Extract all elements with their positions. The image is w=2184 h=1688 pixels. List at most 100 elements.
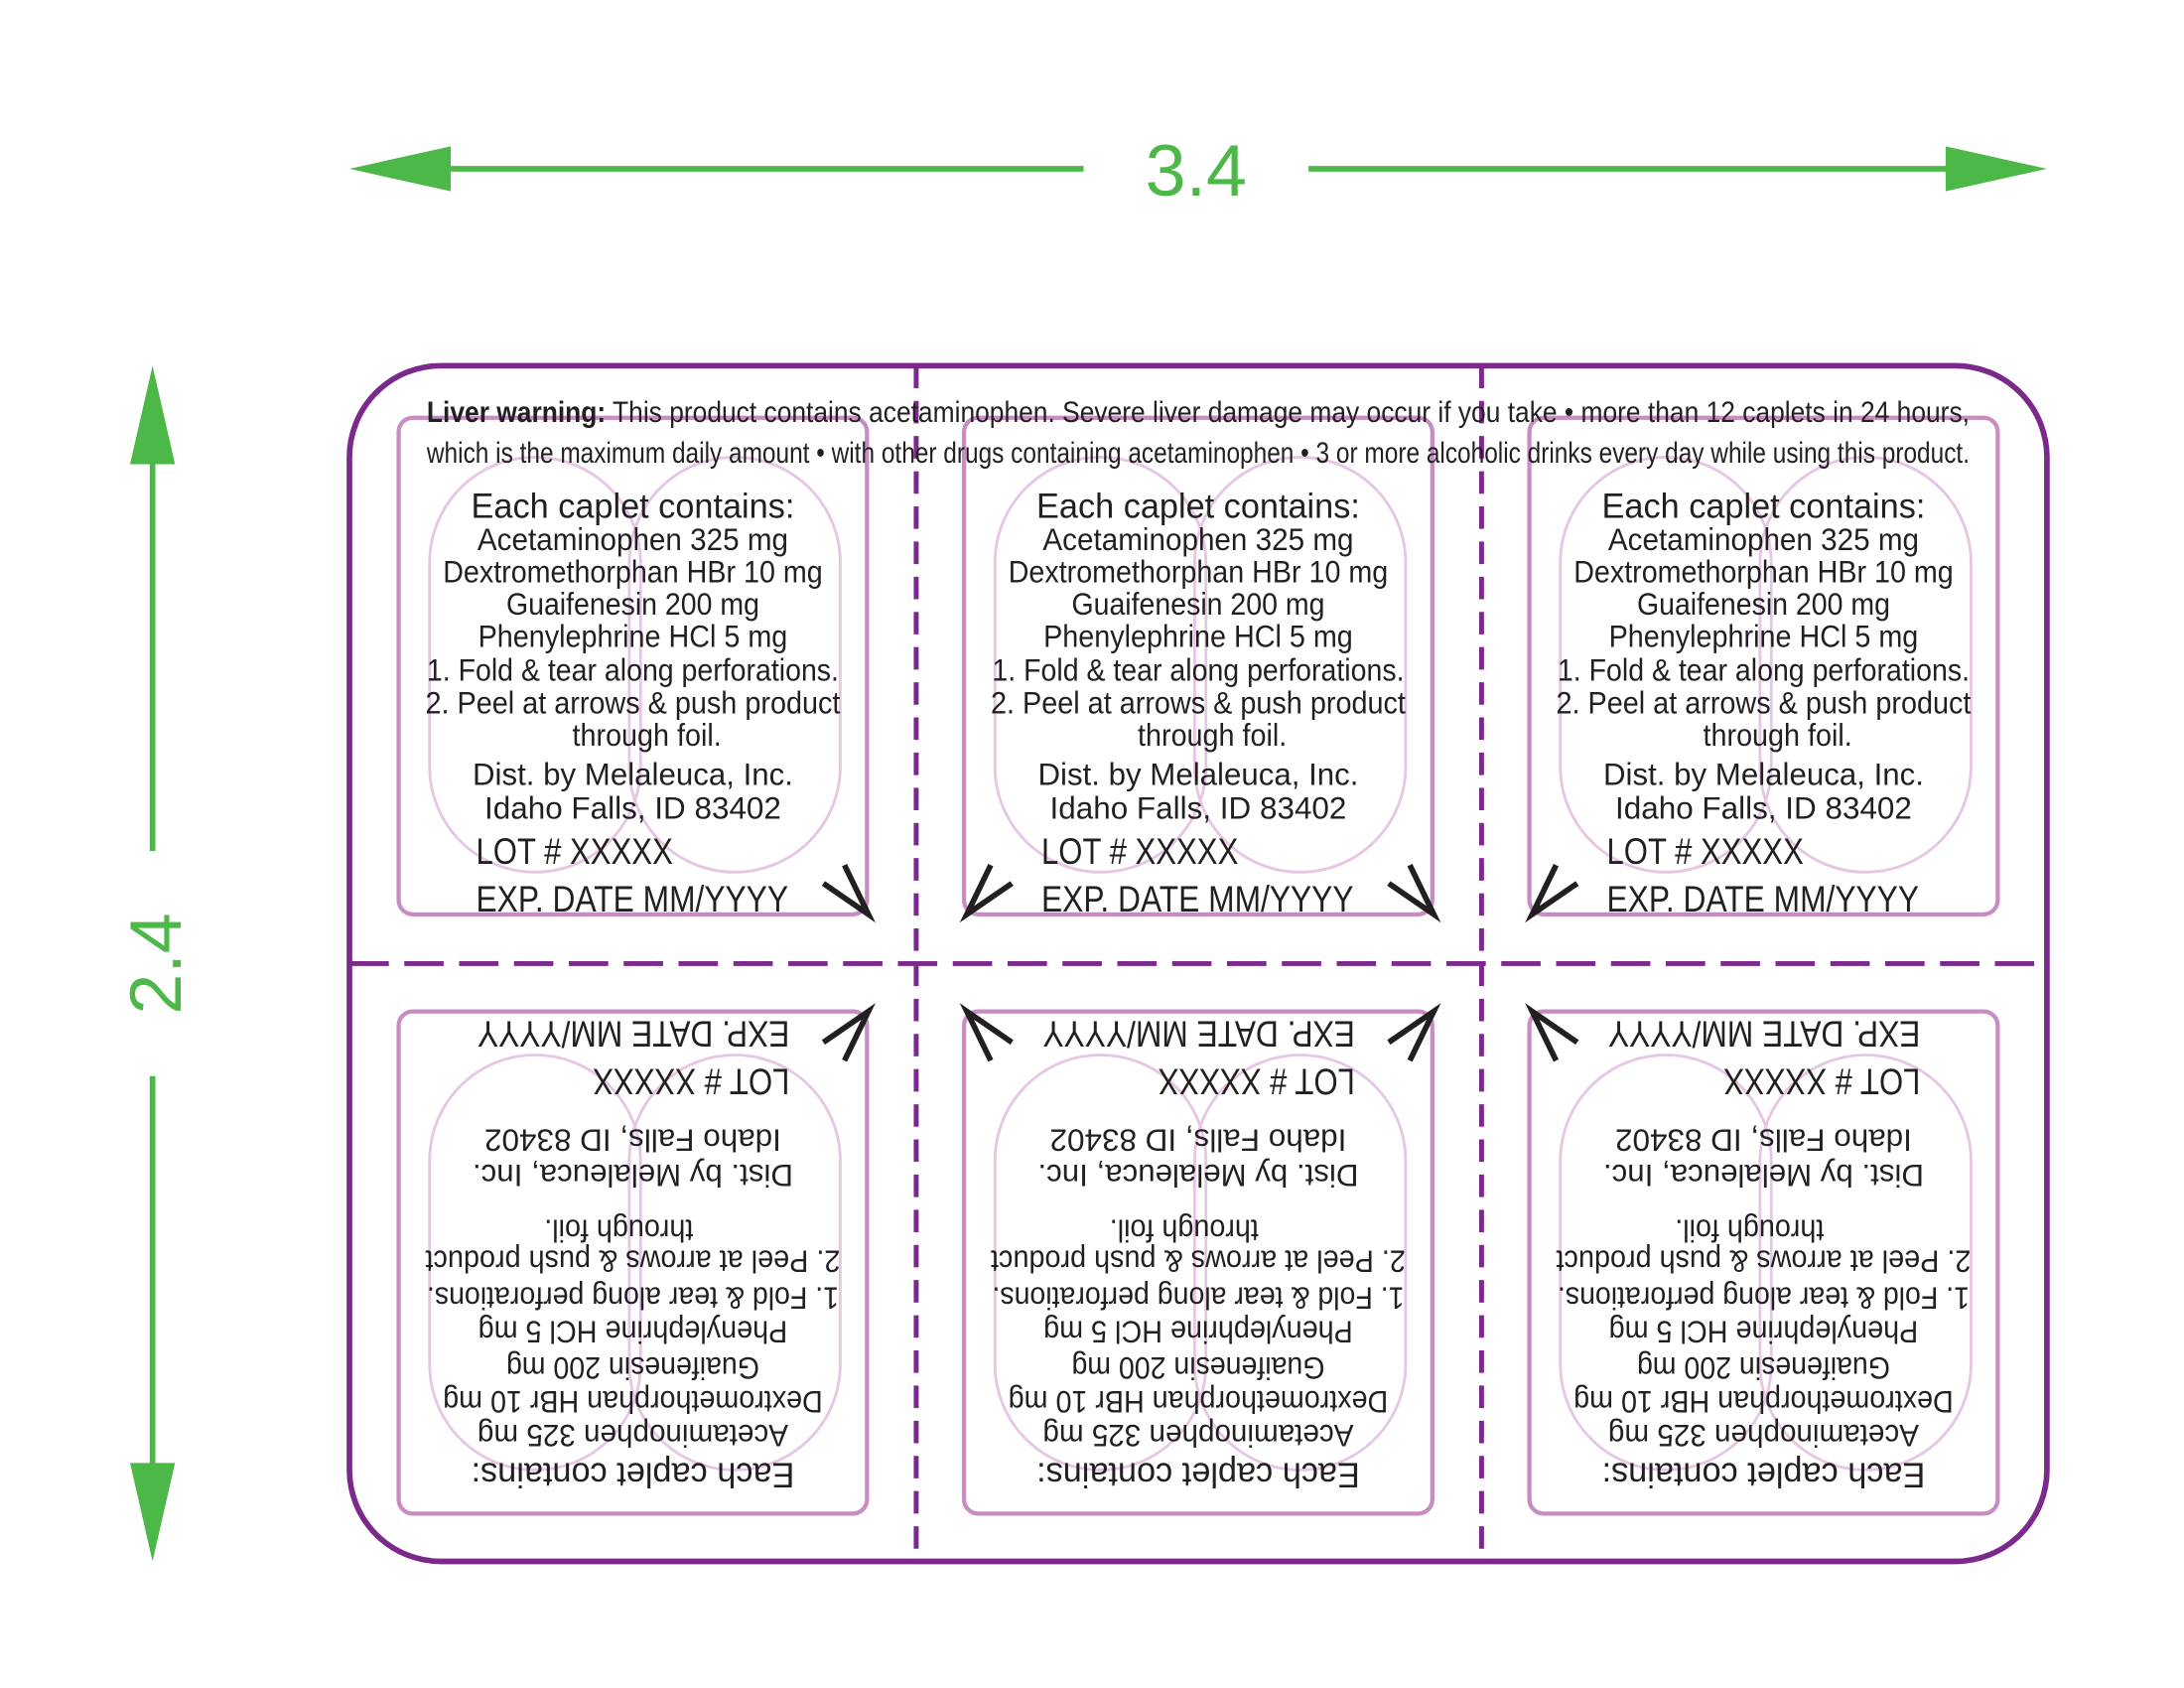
- cell-directions-1: 2. Peel at arrows & push product: [1556, 1243, 1971, 1278]
- arrow-up-icon: [130, 365, 176, 465]
- cell-distributor-0: Dist. by Melaleuca, Inc.: [1037, 1158, 1358, 1193]
- cell-ingredients-2: Guaifenesin 200 mg: [1071, 587, 1324, 622]
- blister-pocket: [1527, 1009, 2000, 1516]
- cell-ingredients-3: Phenylephrine HCl 5 mg: [1043, 620, 1353, 654]
- height-label: 2.4: [114, 913, 197, 1014]
- cell-directions-0: 1. Fold & tear along perforations.: [427, 653, 839, 688]
- cell-text: Each caplet contains:Acetaminophen 325 m…: [426, 486, 841, 919]
- peel-arrow-icon[interactable]: [959, 864, 1014, 923]
- arrow-down-icon: [130, 1463, 176, 1562]
- caplet-outline: [1559, 456, 1773, 874]
- cell-directions-2: through foil.: [573, 718, 722, 753]
- blister-pocket: [961, 415, 1434, 916]
- width-label: 3.4: [1146, 129, 1247, 211]
- cell-ingredients-1: Dextromethorphan HBr 10 mg: [1009, 555, 1389, 590]
- cell-directions-1: 2. Peel at arrows & push product: [426, 685, 841, 720]
- cell-ingredients-0: Acetaminophen 325 mg: [1608, 522, 1919, 557]
- blister-pocket: [961, 1009, 1434, 1516]
- cell-lot: LOT # XXXXX: [1041, 831, 1238, 872]
- arrow-right-icon: [1945, 146, 2047, 192]
- blister-cell: Each caplet contains:Acetaminophen 325 m…: [959, 415, 1441, 923]
- cell-directions-2: through foil.: [1675, 1212, 1824, 1247]
- cell-directions-2: through foil.: [1138, 718, 1287, 753]
- peel-arrow-icon[interactable]: [1387, 864, 1441, 923]
- cell-ingredients-2: Guaifenesin 200 mg: [506, 587, 759, 622]
- caplet-outline: [1559, 1054, 1773, 1472]
- cell-exp: EXP. DATE MM/YYYY: [478, 1013, 790, 1054]
- cell-lot: LOT # XXXXX: [1723, 1061, 1920, 1102]
- peel-arrow-icon[interactable]: [1525, 864, 1579, 923]
- blister-cells: Each caplet contains:Acetaminophen 325 m…: [396, 415, 2000, 1516]
- cell-directions-1: 2. Peel at arrows & push product: [991, 685, 1406, 720]
- blister-cell: Each caplet contains:Acetaminophen 325 m…: [396, 1003, 876, 1516]
- height-dimension: 2.4: [114, 365, 197, 1562]
- cell-text: Each caplet contains:Acetaminophen 325 m…: [1557, 486, 1972, 919]
- arrow-left-icon: [349, 146, 451, 192]
- cell-lot: LOT # XXXXX: [1607, 831, 1804, 872]
- cell-text: Each caplet contains:Acetaminophen 325 m…: [991, 1013, 1406, 1494]
- cell-distributor-1: Idaho Falls, ID 83402: [484, 1123, 781, 1158]
- blister-pocket: [396, 415, 870, 916]
- cell-distributor-1: Idaho Falls, ID 83402: [1615, 1123, 1912, 1158]
- blister-cell: Each caplet contains:Acetaminophen 325 m…: [1525, 415, 2000, 923]
- cell-distributor-1: Idaho Falls, ID 83402: [1615, 791, 1912, 826]
- cell-text: Each caplet contains:Acetaminophen 325 m…: [1556, 1013, 1971, 1494]
- cell-ingredients-0: Acetaminophen 325 mg: [478, 1418, 788, 1453]
- warning-line-1-text: This product contains acetaminophen. Sev…: [606, 396, 1970, 429]
- peel-arrow-icon[interactable]: [821, 864, 876, 923]
- caplet-outline: [627, 1054, 842, 1472]
- blister-pocket: [396, 1009, 870, 1516]
- cell-directions-0: 1. Fold & tear along perforations.: [992, 1280, 1404, 1315]
- cell-ingredients-2: Guaifenesin 200 mg: [1071, 1350, 1324, 1385]
- caplet-outline: [627, 456, 842, 874]
- cell-heading: Each caplet contains:: [472, 1455, 795, 1494]
- cell-distributor-0: Dist. by Melaleuca, Inc.: [473, 1158, 793, 1193]
- peel-arrow-icon[interactable]: [1387, 1003, 1441, 1062]
- warning-bold-label: Liver warning:: [427, 396, 606, 429]
- cell-lot: LOT # XXXXX: [593, 1061, 789, 1102]
- cell-heading: Each caplet contains:: [1036, 1455, 1360, 1494]
- cell-exp: EXP. DATE MM/YYYY: [1608, 1013, 1921, 1054]
- cell-heading: Each caplet contains:: [472, 486, 795, 525]
- cell-exp: EXP. DATE MM/YYYY: [477, 879, 789, 919]
- cell-directions-0: 1. Fold & tear along perforations.: [427, 1280, 839, 1315]
- cell-ingredients-2: Guaifenesin 200 mg: [1637, 1350, 1890, 1385]
- cell-ingredients-1: Dextromethorphan HBr 10 mg: [1573, 1384, 1954, 1419]
- cell-distributor-1: Idaho Falls, ID 83402: [484, 791, 781, 826]
- caplet-outline: [1758, 1054, 1973, 1472]
- cell-ingredients-1: Dextromethorphan HBr 10 mg: [443, 555, 823, 590]
- cell-ingredients-2: Guaifenesin 200 mg: [1637, 587, 1890, 622]
- cell-directions-1: 2. Peel at arrows & push product: [991, 1243, 1406, 1278]
- caplet-outline: [1758, 456, 1973, 874]
- caplet-outline: [428, 1054, 642, 1472]
- cell-distributor-0: Dist. by Melaleuca, Inc.: [473, 758, 793, 792]
- caplet-outline: [993, 456, 1208, 874]
- cell-ingredients-0: Acetaminophen 325 mg: [1042, 522, 1353, 557]
- cell-ingredients-0: Acetaminophen 325 mg: [1608, 1418, 1919, 1453]
- cell-directions-2: through foil.: [544, 1212, 693, 1247]
- peel-arrow-icon[interactable]: [959, 1003, 1014, 1062]
- cell-directions-0: 1. Fold & tear along perforations.: [1558, 1280, 1970, 1315]
- cell-distributor-1: Idaho Falls, ID 83402: [1050, 1123, 1347, 1158]
- caplet-outline: [428, 456, 642, 874]
- cell-lot: LOT # XXXXX: [477, 831, 673, 872]
- cell-directions-1: 2. Peel at arrows & push product: [425, 1243, 840, 1278]
- blister-cell: Each caplet contains:Acetaminophen 325 m…: [959, 1003, 1441, 1516]
- cell-text: Each caplet contains:Acetaminophen 325 m…: [991, 486, 1406, 919]
- cell-lot: LOT # XXXXX: [1159, 1061, 1355, 1102]
- cell-distributor-0: Dist. by Melaleuca, Inc.: [1603, 1158, 1924, 1193]
- cell-heading: Each caplet contains:: [1036, 486, 1360, 525]
- cell-ingredients-3: Phenylephrine HCl 5 mg: [1609, 1314, 1919, 1348]
- cell-ingredients-0: Acetaminophen 325 mg: [1042, 1418, 1353, 1453]
- cell-ingredients-3: Phenylephrine HCl 5 mg: [1043, 1314, 1353, 1348]
- cell-distributor-0: Dist. by Melaleuca, Inc.: [1603, 758, 1924, 792]
- cell-directions-1: 2. Peel at arrows & push product: [1557, 685, 1972, 720]
- peel-arrow-icon[interactable]: [1525, 1003, 1579, 1062]
- blister-cell: Each caplet contains:Acetaminophen 325 m…: [1525, 1003, 2000, 1516]
- width-dimension: 3.4: [349, 129, 2047, 211]
- warning-line-2: which is the maximum daily amount • with…: [426, 437, 1970, 470]
- warning-line-1: Liver warning: This product contains ace…: [427, 396, 1970, 429]
- cell-ingredients-3: Phenylephrine HCl 5 mg: [478, 620, 788, 654]
- peel-arrow-icon[interactable]: [821, 1003, 876, 1062]
